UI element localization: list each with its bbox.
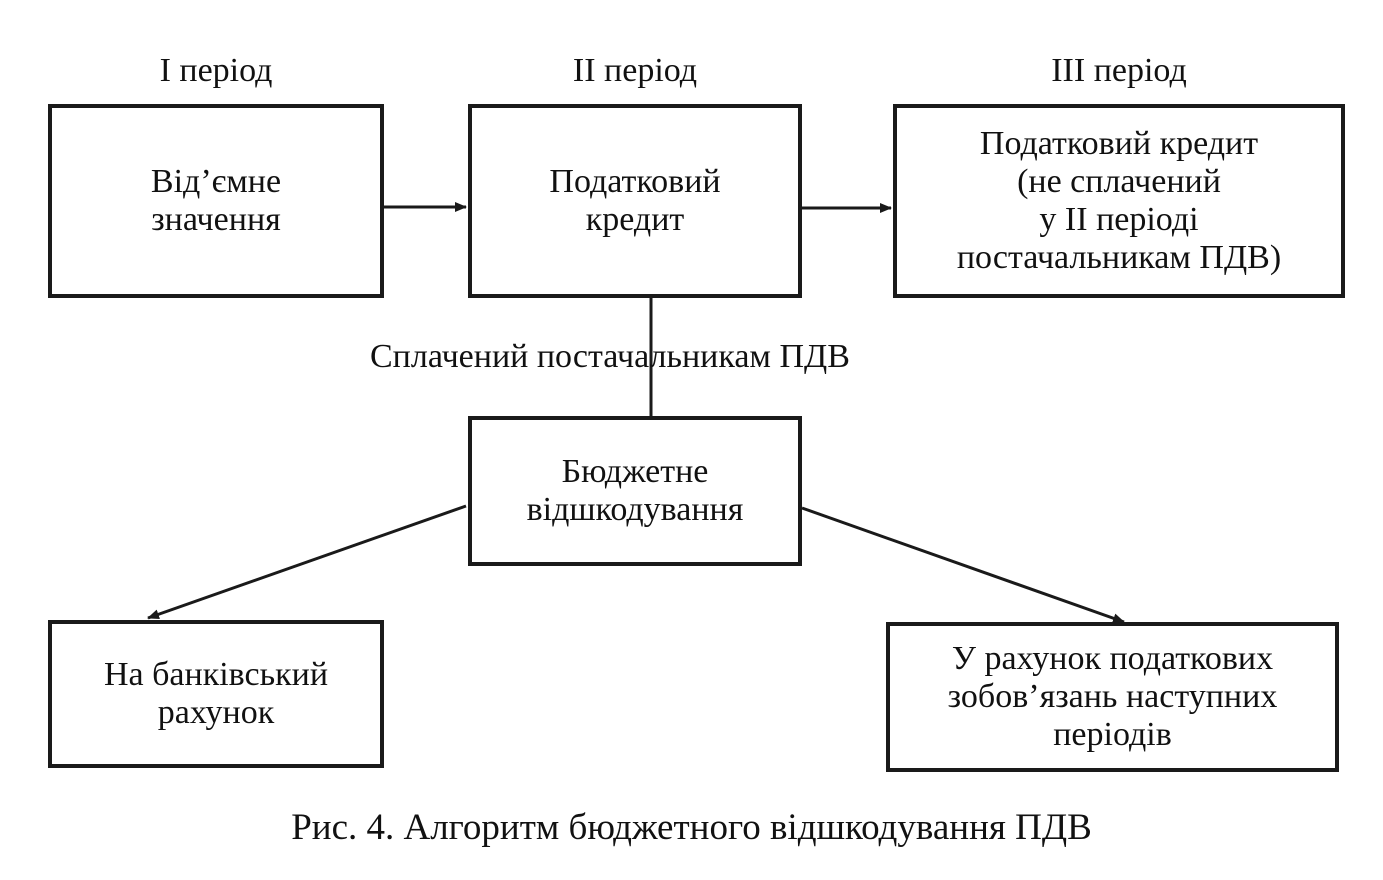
box-text-line: періодів — [1053, 716, 1172, 753]
box-text-line: Бюджетне — [561, 453, 709, 490]
box-text-line: У рахунок податкових — [951, 640, 1274, 677]
arrow-refund-to-future — [801, 506, 1125, 624]
box-text-line: відшкодування — [526, 491, 744, 528]
period-1-label: I період — [159, 52, 273, 89]
edge-label-paid-to-suppliers: Сплачений постачальникам ПДВ — [370, 338, 850, 375]
box-text-line: рахунок — [157, 694, 275, 731]
box-text-line: (не сплачений — [1017, 163, 1221, 200]
figure-caption: Рис. 4. Алгоритм бюджетного відшкодуванн… — [291, 807, 1092, 848]
period-2-label: II період — [572, 52, 698, 89]
box-text-line: Податковий кредит — [979, 125, 1259, 162]
arrow-refund-to-bank — [147, 504, 467, 620]
box-text-line: На банківський — [103, 656, 329, 693]
period-3-label: III період — [1051, 52, 1187, 89]
box-text-line: значення — [151, 201, 281, 238]
box-text-line: Податковий — [549, 163, 721, 200]
box-text-line: Від’ємне — [150, 163, 282, 200]
box-text-line: постачальникам ПДВ) — [956, 239, 1282, 276]
box-text-line: у II періоді — [1039, 201, 1199, 238]
box-text-line: зобов’язань наступних — [947, 678, 1278, 715]
box-text-line: кредит — [585, 201, 685, 238]
